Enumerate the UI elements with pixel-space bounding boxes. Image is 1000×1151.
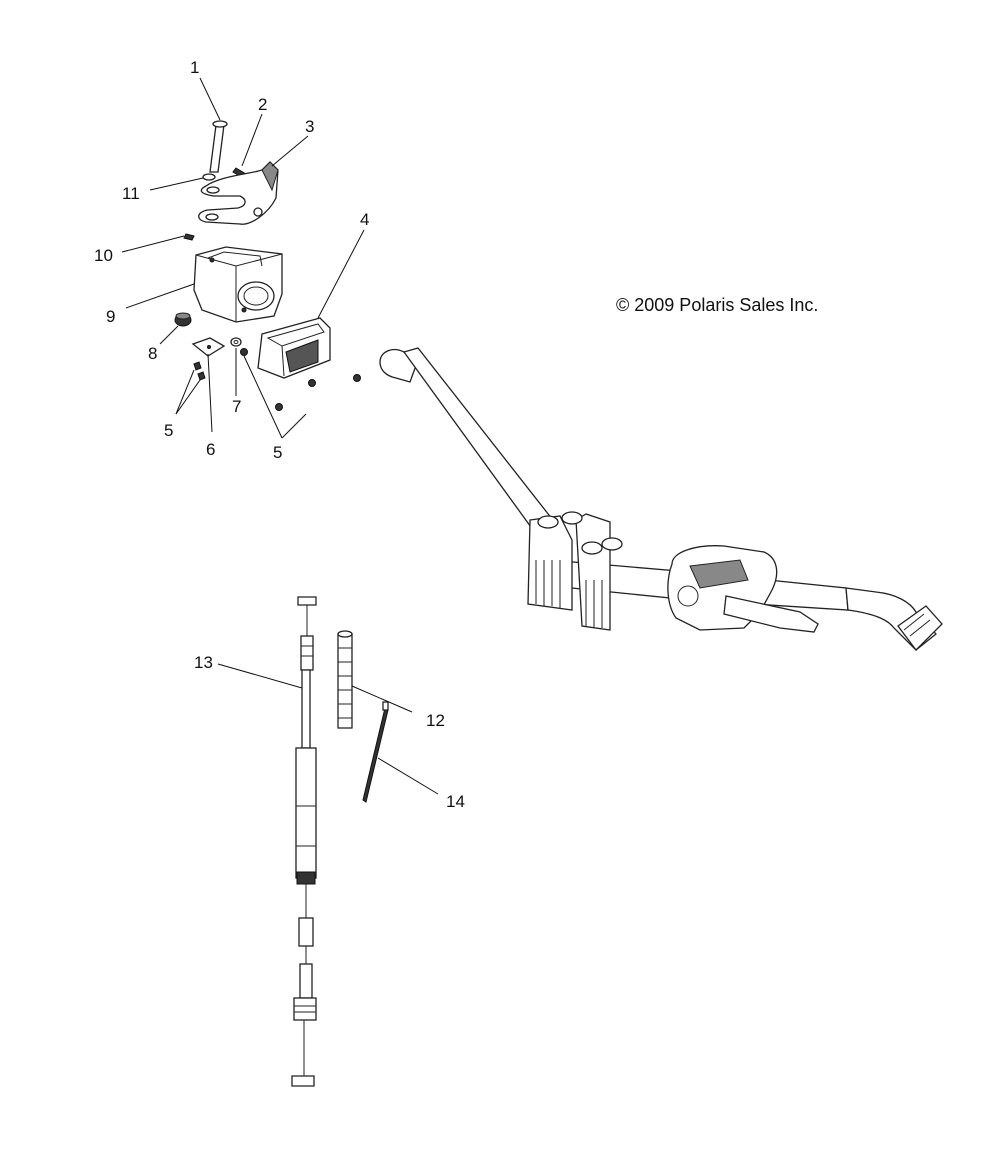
part-3-lever-bracket[interactable] — [198, 161, 279, 225]
callout-7: 7 — [232, 397, 241, 416]
part-14-tie-strap[interactable] — [362, 701, 389, 803]
part-8-knob[interactable] — [174, 312, 192, 327]
callout-3: 3 — [305, 117, 314, 136]
callout-labels: 1 2 3 4 11 10 9 8 7 5 6 5 13 12 14 — [94, 58, 465, 811]
callout-4: 4 — [360, 210, 369, 229]
copyright-notice: © 2009 Polaris Sales Inc. — [616, 295, 818, 315]
part-7-washer[interactable] — [230, 337, 242, 347]
callout-13: 13 — [194, 653, 213, 672]
part-6-plate[interactable] — [191, 337, 226, 357]
part-4-cover[interactable] — [257, 317, 331, 379]
handlebar-assembly[interactable] — [379, 347, 943, 651]
callout-14: 14 — [446, 792, 465, 811]
callout-5b: 5 — [273, 443, 282, 462]
part-12-sleeve[interactable] — [337, 630, 353, 729]
callout-10: 10 — [94, 246, 113, 265]
callout-9: 9 — [106, 307, 115, 326]
part-5-screws[interactable] — [193, 348, 361, 411]
callout-1: 1 — [190, 58, 199, 77]
callout-2: 2 — [258, 95, 267, 114]
callout-5a: 5 — [164, 421, 173, 440]
callout-11: 11 — [122, 184, 140, 203]
callout-6: 6 — [206, 440, 215, 459]
callout-8: 8 — [148, 344, 157, 363]
part-11-clip[interactable] — [202, 173, 216, 181]
part-10-clip[interactable] — [183, 233, 195, 241]
leader-lines — [121, 77, 439, 795]
part-1-pin[interactable] — [209, 120, 228, 173]
callout-12: 12 — [426, 711, 445, 730]
part-13-cable[interactable] — [291, 596, 317, 1087]
part-9-housing[interactable] — [193, 246, 283, 323]
